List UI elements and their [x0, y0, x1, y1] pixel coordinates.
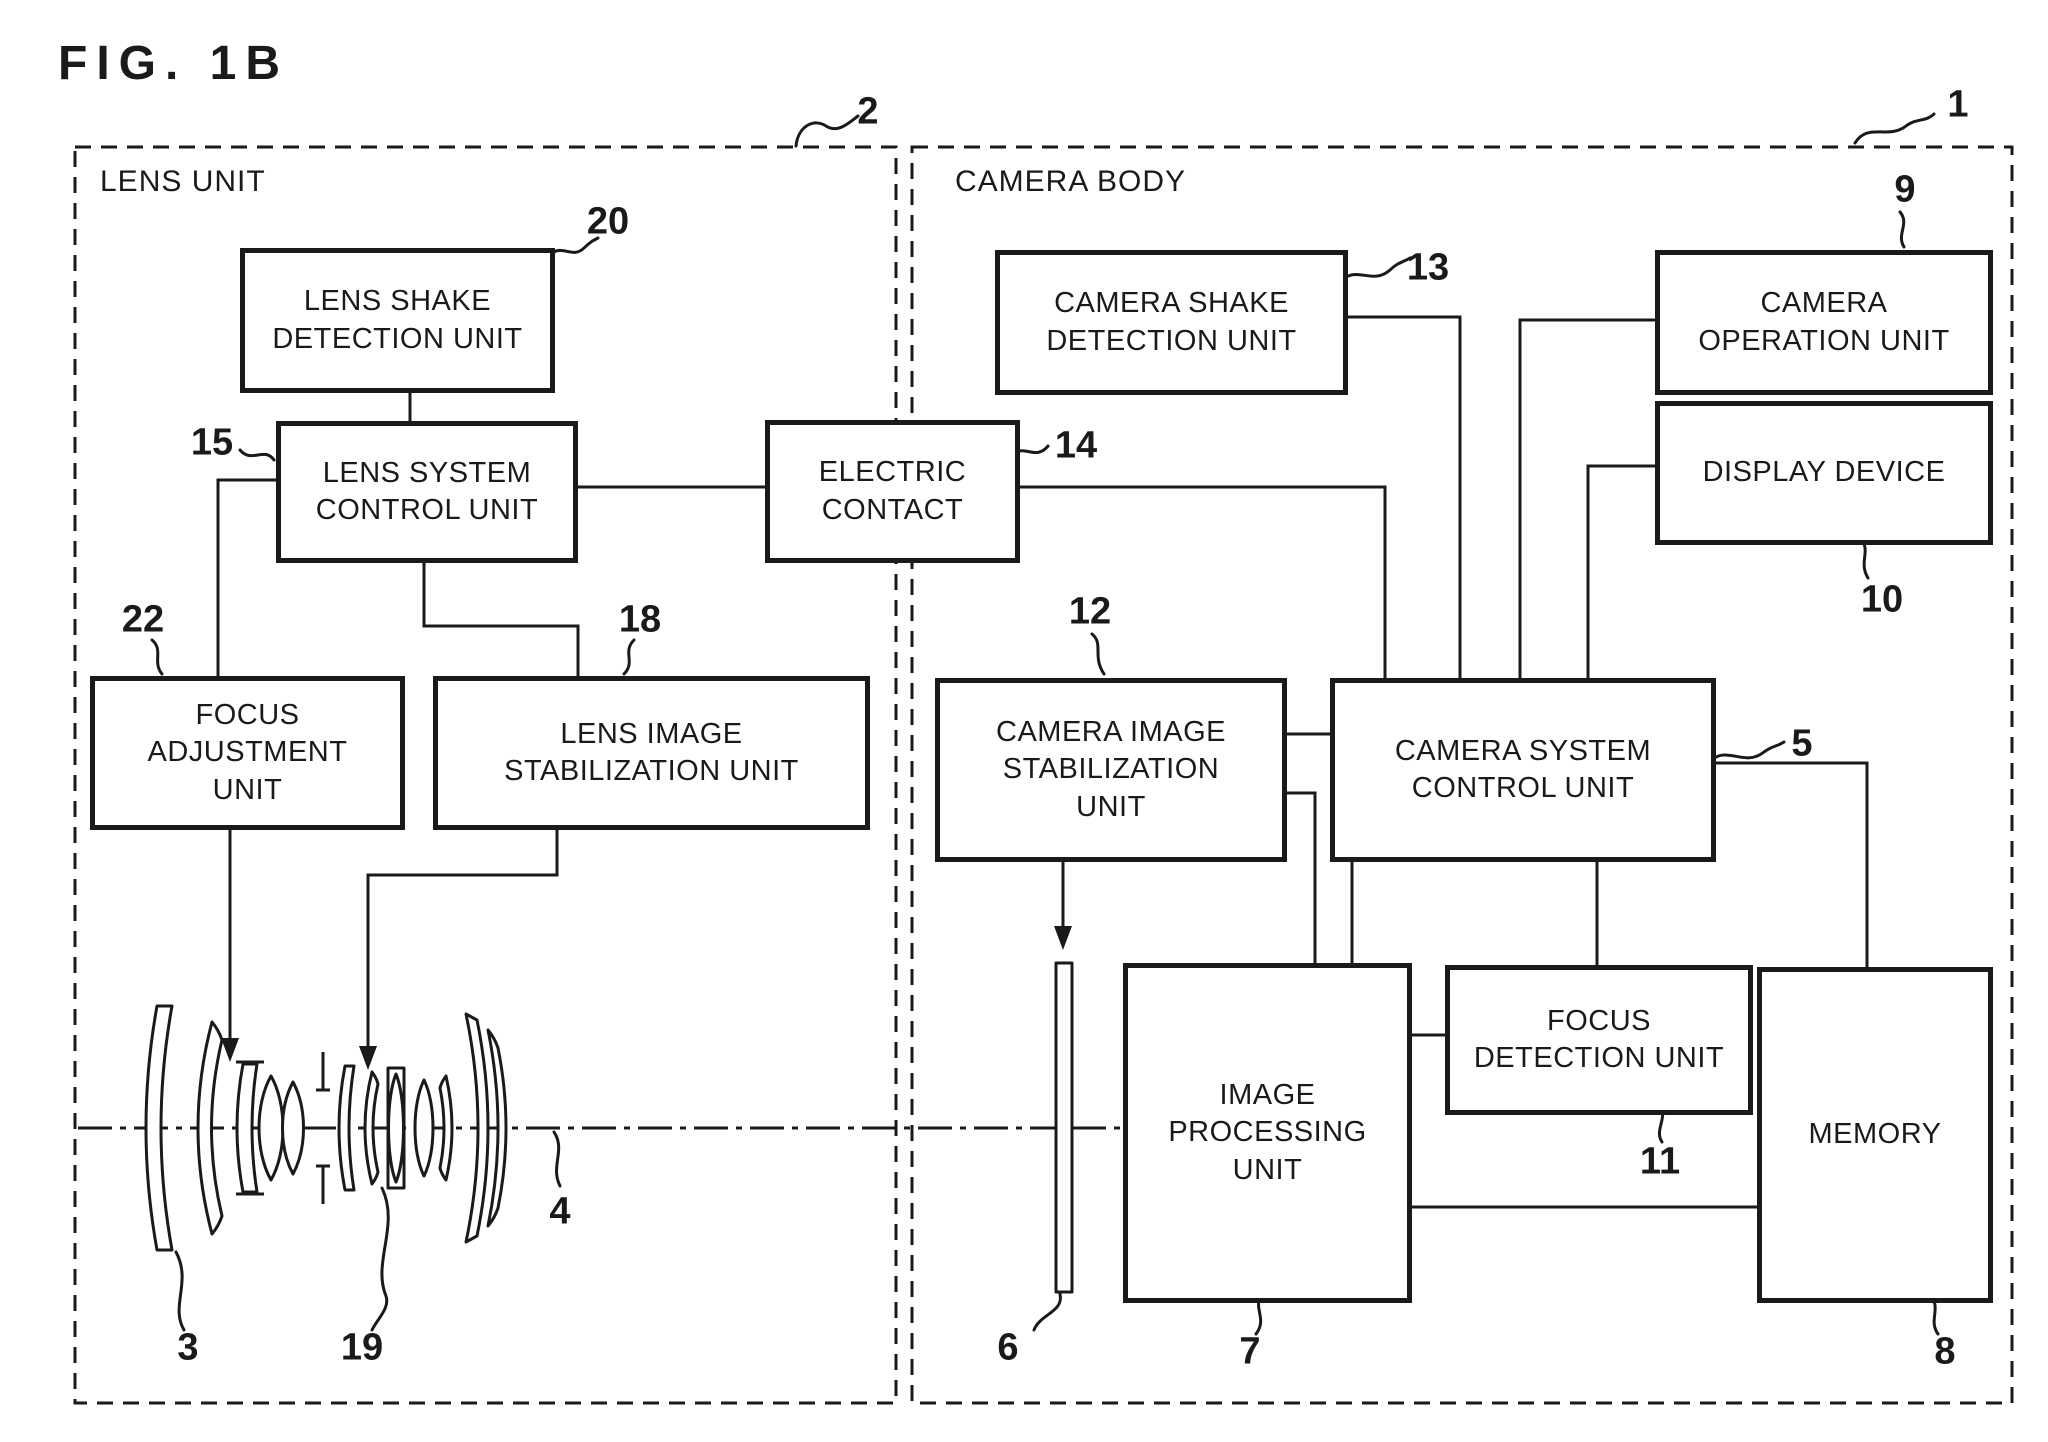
block-label: LENS SYSTEM CONTROL UNIT: [315, 456, 539, 526]
connector-lscu-to-focus-adjustment: [216, 478, 276, 676]
block-label: LENS IMAGE STABILIZATION UNIT: [504, 717, 799, 787]
focus-adjustment-arrow: [221, 820, 239, 1062]
block-camera-shake-detection-unit: CAMERA SHAKE DETECTION UNIT: [995, 250, 1348, 395]
connector-lscu-to-lens-stabilization: [422, 553, 580, 676]
block-focus-detection-unit: FOCUS DETECTION UNIT: [1445, 965, 1753, 1115]
front-lens-group-drawing: [144, 1004, 305, 1252]
camera-stabilization-arrow: [1054, 852, 1072, 950]
block-lens-system-control-unit: LENS SYSTEM CONTROL UNIT: [276, 421, 578, 563]
lens-stabilization-arrow: [359, 820, 559, 1070]
ref-label-focus-detection: 11: [1639, 1140, 1681, 1183]
ref-label-front-lens-group: 3: [177, 1326, 199, 1369]
camera-body-border: [910, 145, 2014, 1405]
ref-label-camera-operation: 9: [1894, 168, 1916, 211]
connector-cis-to-ipu: [1277, 791, 1317, 963]
ref-label-electric-contact: 14: [1054, 424, 1098, 467]
block-label: CAMERA OPERATION UNIT: [1698, 287, 1950, 357]
image-sensor-drawing: [1054, 961, 1074, 1294]
block-focus-adjustment-unit: FOCUS ADJUSTMENT UNIT: [90, 676, 405, 830]
block-label: CAMERA SYSTEM CONTROL UNIT: [1394, 734, 1652, 804]
connector-csd-to-cscu: [1338, 315, 1462, 678]
block-label: CAMERA IMAGE STABILIZATION UNIT: [996, 716, 1226, 823]
ref-label-camera-system-control: 5: [1791, 722, 1813, 765]
ref-label-image-processing: 7: [1239, 1330, 1261, 1373]
ref-label-camera-image-stabilization: 12: [1068, 590, 1112, 633]
block-label: MEMORY: [1808, 1118, 1942, 1151]
ref-label-optical-axis: 4: [549, 1190, 571, 1233]
block-camera-system-control-unit: CAMERA SYSTEM CONTROL UNIT: [1330, 678, 1716, 862]
block-camera-operation-unit: CAMERA OPERATION UNIT: [1655, 250, 1993, 395]
block-label: ELECTRIC CONTACT: [818, 456, 967, 526]
connector-cscu-to-memory: [1706, 761, 1869, 967]
block-label: DISPLAY DEVICE: [1702, 456, 1946, 489]
ref-label-memory: 8: [1934, 1330, 1956, 1373]
block-label: IMAGE PROCESSING UNIT: [1168, 1079, 1367, 1186]
block-label: FOCUS DETECTION UNIT: [1473, 1004, 1725, 1074]
ref-label-lens-image-stabilization: 18: [618, 598, 662, 641]
block-image-processing-unit: IMAGE PROCESSING UNIT: [1123, 963, 1412, 1303]
connector-operation-to-cscu: [1518, 318, 1655, 678]
lens-unit-label: LENS UNIT: [100, 165, 266, 198]
ref-label-camera-body: 1: [1947, 83, 1969, 126]
connector-display-to-cscu: [1586, 464, 1655, 678]
ref-label-display-device: 10: [1860, 578, 1904, 621]
ref-label-stabilization-lens-group: 19: [340, 1326, 384, 1369]
lens-unit-border: [73, 145, 898, 1405]
ref-label-focus-adjustment: 22: [121, 598, 165, 641]
block-label: CAMERA SHAKE DETECTION UNIT: [1046, 287, 1297, 357]
connector-lines: [216, 315, 1869, 1209]
ref-label-image-sensor: 6: [997, 1326, 1019, 1369]
stabilization-lens-group-drawing: [316, 1012, 508, 1244]
camera-body-label: CAMERA BODY: [955, 165, 1187, 198]
block-lens-image-stabilization-unit: LENS IMAGE STABILIZATION UNIT: [433, 676, 870, 830]
connector-contact-to-cscu: [1010, 485, 1387, 678]
ref-label-camera-shake-detection: 13: [1406, 246, 1450, 289]
block-display-device: DISPLAY DEVICE: [1655, 401, 1993, 545]
ref-label-lens-system-control: 15: [190, 421, 234, 464]
block-label: FOCUS ADJUSTMENT UNIT: [147, 699, 348, 806]
block-electric-contact: ELECTRIC CONTACT: [765, 420, 1020, 563]
figure-title: FIG. 1B: [58, 37, 290, 90]
block-camera-image-stabilization-unit: CAMERA IMAGE STABILIZATION UNIT: [935, 678, 1287, 862]
ref-label-lens-shake-detection: 20: [586, 200, 630, 243]
block-label: LENS SHAKE DETECTION UNIT: [272, 285, 523, 355]
block-memory: MEMORY: [1757, 967, 1993, 1303]
ref-label-lens-unit: 2: [857, 90, 879, 133]
block-lens-shake-detection-unit: LENS SHAKE DETECTION UNIT: [240, 248, 555, 393]
